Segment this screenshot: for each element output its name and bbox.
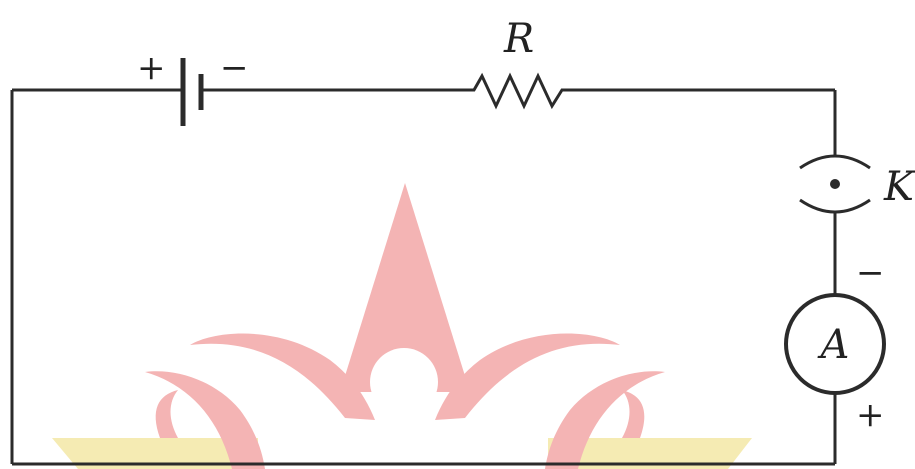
key-dot (830, 179, 840, 189)
watermark-left-sweep (145, 371, 265, 469)
resistor-label: R (503, 16, 534, 62)
circuit-wires (10, 88, 837, 466)
ammeter-label: A (817, 322, 850, 368)
watermark-yellow-band-right (548, 438, 752, 469)
key-lower-arc (799, 198, 871, 214)
watermark-left-hook (155, 390, 178, 438)
key-upper-arc (799, 154, 871, 170)
ammeter-circle (784, 293, 886, 395)
watermark-right-sweep (545, 371, 665, 469)
watermark-right-hook (622, 390, 645, 438)
watermark-yellow-band (52, 438, 258, 469)
resistor-symbol: R (462, 16, 574, 110)
battery-minus-label: − (220, 48, 249, 88)
battery-plus-label: + (137, 48, 166, 88)
ammeter-symbol: A − + (784, 253, 886, 435)
watermark-logo (52, 183, 752, 469)
watermark-left-arc (190, 333, 375, 420)
watermark-right-arc (435, 333, 620, 420)
key-label: K (883, 164, 915, 210)
ammeter-minus-label: − (856, 253, 885, 293)
resistor-zigzag (462, 72, 574, 110)
battery-symbol: + − (137, 48, 249, 126)
watermark-circle (370, 348, 438, 416)
ammeter-plus-label: + (856, 395, 885, 435)
plug-key-symbol: K (799, 154, 915, 214)
watermark-spike (340, 183, 470, 392)
